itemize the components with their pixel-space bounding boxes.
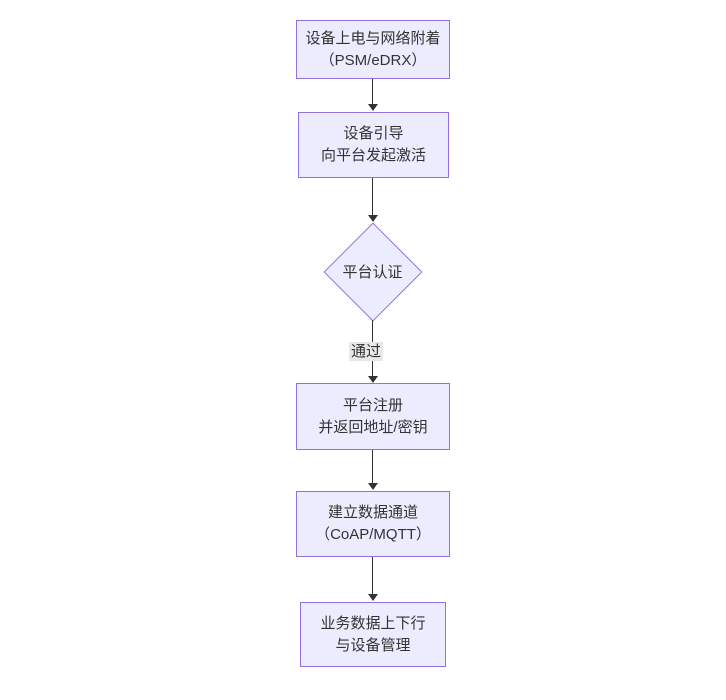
edge-line-5: [372, 557, 373, 595]
arrowhead-icon: [368, 594, 378, 601]
node-text-line: （PSM/eDRX）: [319, 51, 427, 69]
node-text-line: 并返回地址/密钥: [318, 418, 428, 436]
edge-line-4: [372, 450, 373, 484]
node-text-line: （CoAP/MQTT）: [315, 526, 431, 543]
edge-label-pass: 通过: [348, 342, 384, 361]
arrowhead-icon: [368, 483, 378, 490]
edge-line-2: [372, 178, 373, 216]
flow-node-platform-auth: 平台认证: [322, 222, 423, 321]
node-text-line: 与设备管理: [335, 636, 411, 654]
arrowhead-icon: [368, 376, 378, 383]
arrowhead-icon: [368, 215, 378, 222]
node-text-line: 平台注册: [342, 396, 403, 414]
node-text-line: 平台认证: [342, 264, 403, 281]
edge-line-1: [372, 79, 373, 105]
node-text-line: 业务数据上下行: [320, 614, 426, 632]
flow-node-business-data: 业务数据上下行 与设备管理: [300, 602, 446, 667]
flow-node-device-bootstrap: 设备引导 向平台发起激活: [298, 112, 449, 178]
flow-node-platform-register: 平台注册 并返回地址/密钥: [296, 383, 450, 450]
node-text-line: 设备上电与网络附着: [305, 29, 441, 47]
arrowhead-icon: [368, 104, 378, 111]
node-text-line: 设备引导: [343, 125, 404, 142]
node-text-line: 建立数据通道: [327, 504, 418, 521]
node-text-line: 向平台发起激活: [320, 147, 426, 164]
flow-node-power-on-attach: 设备上电与网络附着 （PSM/eDRX）: [296, 20, 450, 79]
flow-node-data-channel: 建立数据通道 （CoAP/MQTT）: [296, 491, 450, 557]
